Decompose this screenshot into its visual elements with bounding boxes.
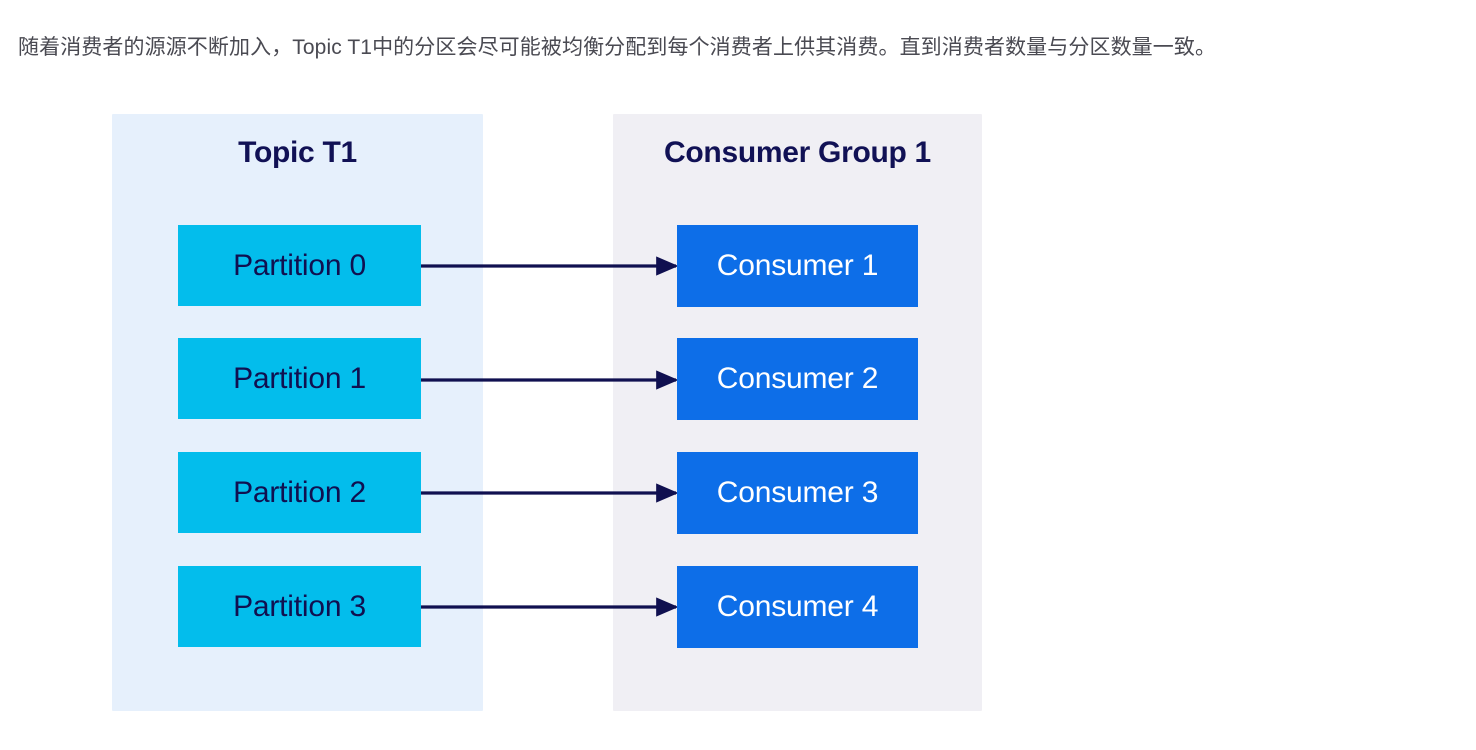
partition-node-1[interactable]: Partition 1 xyxy=(178,338,421,419)
consumer-node-2[interactable]: Consumer 3 xyxy=(677,452,918,534)
topic-panel-title: Topic T1 xyxy=(238,136,357,169)
consumer-node-3[interactable]: Consumer 4 xyxy=(677,566,918,648)
consumer-group-panel-title: Consumer Group 1 xyxy=(664,136,931,169)
caption-text: 随着消费者的源源不断加入，Topic T1中的分区会尽可能被均衡分配到每个消费者… xyxy=(18,36,1217,59)
partition-node-0[interactable]: Partition 0 xyxy=(178,225,421,306)
consumer-node-1[interactable]: Consumer 2 xyxy=(677,338,918,420)
consumer-node-0[interactable]: Consumer 1 xyxy=(677,225,918,307)
partition-node-2[interactable]: Partition 2 xyxy=(178,452,421,533)
partition-node-3[interactable]: Partition 3 xyxy=(178,566,421,647)
